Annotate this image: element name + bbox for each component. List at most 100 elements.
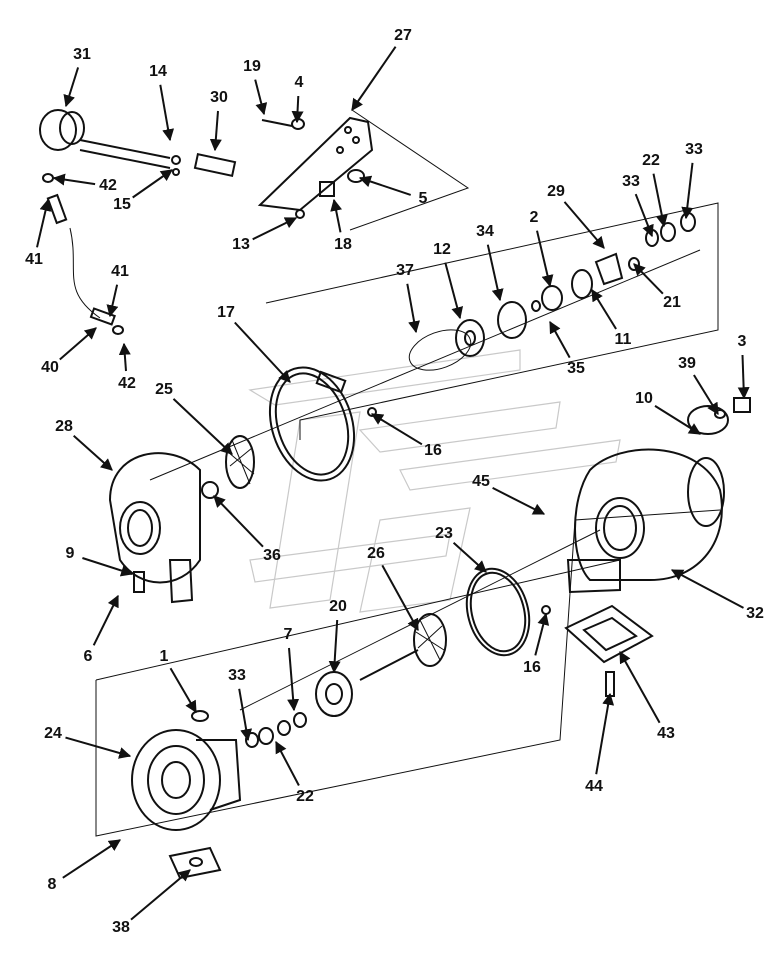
leader-line-28 [73, 434, 113, 471]
leader-line-36 [213, 495, 264, 548]
assembly-outlines [95, 109, 721, 837]
leader-line-38 [130, 869, 191, 921]
callout-label-38: 38 [112, 919, 130, 936]
callout-label-18: 18 [334, 236, 352, 253]
callout-label-9: 9 [66, 545, 75, 562]
leader-line-3 [737, 354, 750, 400]
leader-line-9 [82, 557, 134, 577]
callout-label-36: 36 [263, 547, 281, 564]
callout-label-22: 22 [642, 152, 660, 169]
leader-line-33 [634, 193, 654, 238]
leader-line-45 [492, 487, 546, 515]
leader-line-21 [633, 263, 664, 295]
shaft-axis [149, 249, 701, 481]
leader-line-34 [486, 244, 504, 302]
callout-label-33: 33 [685, 141, 703, 158]
vent-hose [42, 173, 124, 335]
leader-line-5 [358, 175, 412, 196]
callout-label-17: 17 [217, 304, 235, 321]
leader-line-22 [652, 173, 668, 228]
callout-label-40: 40 [41, 359, 59, 376]
callout-label-5: 5 [419, 190, 428, 207]
callout-label-45: 45 [472, 473, 490, 490]
callout-label-15: 15 [113, 196, 131, 213]
callout-label-13: 13 [232, 236, 250, 253]
turbine-housing [566, 397, 751, 594]
callout-label-42: 42 [99, 177, 117, 194]
leader-line-30 [209, 110, 222, 152]
leader-line-44 [595, 692, 615, 775]
mounting-bracket [257, 116, 374, 219]
callout-label-35: 35 [567, 360, 585, 377]
callout-label-31: 31 [73, 46, 91, 63]
callout-label-14: 14 [149, 63, 167, 80]
callout-label-8: 8 [48, 876, 57, 893]
leader-line-41 [36, 198, 52, 248]
callout-label-2: 2 [530, 209, 539, 226]
leader-line-1 [169, 667, 197, 714]
callout-label-44: 44 [585, 778, 603, 795]
bearing-housing [131, 710, 307, 880]
v-band-clamp [268, 366, 377, 482]
leader-line-16 [370, 413, 423, 446]
callout-label-41: 41 [25, 251, 43, 268]
callout-label-4: 4 [295, 74, 304, 91]
callout-label-22: 22 [296, 788, 314, 805]
leader-line-22 [275, 740, 300, 786]
leader-line-10 [654, 405, 702, 435]
callout-label-29: 29 [547, 183, 565, 200]
leader-line-25 [172, 398, 233, 455]
callout-label-10: 10 [635, 390, 653, 407]
compressor-wheel [201, 435, 255, 499]
thrust-bearing-components [408, 212, 696, 371]
callout-label-16: 16 [523, 659, 541, 676]
callout-label-37: 37 [396, 262, 414, 279]
leader-line-29 [563, 201, 605, 249]
leader-line-20 [328, 619, 341, 674]
callout-label-3: 3 [738, 333, 747, 350]
callout-label-42: 42 [118, 375, 136, 392]
callout-label-26: 26 [367, 545, 385, 562]
leader-line-18 [330, 198, 343, 233]
leader-line-32 [670, 569, 744, 609]
leader-line-23 [452, 541, 487, 573]
leader-line-27 [351, 46, 397, 111]
leader-line-26 [381, 564, 419, 632]
callout-label-34: 34 [476, 223, 494, 240]
callout-label-43: 43 [657, 725, 675, 742]
leader-line-33 [681, 162, 694, 220]
callout-label-27: 27 [394, 27, 412, 44]
leader-line-39 [693, 374, 719, 416]
leader-line-35 [549, 320, 571, 359]
callout-label-6: 6 [84, 648, 93, 665]
callout-label-11: 11 [615, 331, 632, 348]
leader-line-42 [118, 342, 131, 372]
leader-line-16 [534, 612, 550, 656]
callout-label-20: 20 [329, 598, 347, 615]
callout-label-12: 12 [433, 241, 451, 258]
callout-label-23: 23 [435, 525, 453, 542]
leader-line-19 [254, 79, 268, 116]
leader-line-24 [65, 736, 132, 759]
callout-label-33: 33 [622, 173, 640, 190]
watermark [248, 349, 621, 613]
callout-label-24: 24 [44, 725, 62, 742]
callout-label-7: 7 [284, 626, 293, 643]
leader-line-7 [287, 647, 300, 712]
callout-label-30: 30 [210, 89, 228, 106]
callout-leaders [36, 46, 750, 921]
callout-label-39: 39 [678, 355, 696, 372]
leader-line-8 [62, 839, 122, 879]
leader-line-15 [132, 169, 173, 199]
exhaust-gasket [564, 604, 654, 697]
leader-line-2 [536, 230, 554, 288]
leader-line-12 [444, 262, 464, 320]
leader-line-13 [252, 217, 298, 241]
callout-label-21: 21 [663, 294, 681, 311]
leader-line-11 [591, 288, 617, 330]
callout-label-33: 33 [228, 667, 246, 684]
wastegate-actuator [39, 109, 237, 177]
leader-line-14 [159, 84, 175, 142]
